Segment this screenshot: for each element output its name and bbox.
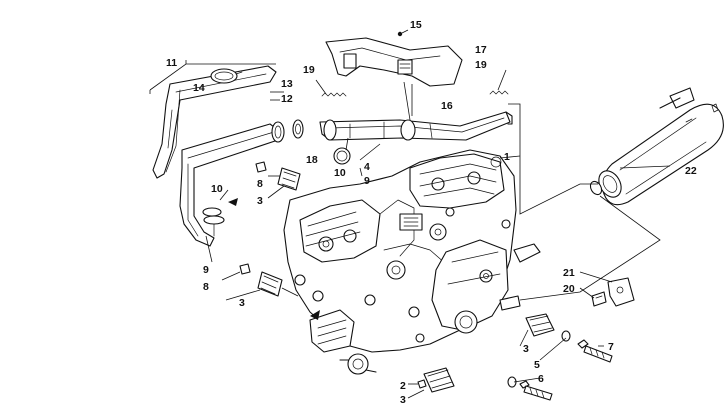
label-21: 21: [563, 267, 575, 279]
engine-block: [228, 149, 541, 375]
label-3-c: 3: [523, 343, 529, 355]
label-22: 22: [685, 165, 697, 177]
leader-lines: [205, 91, 661, 399]
label-8-b: 8: [203, 281, 209, 293]
label-10-b: 10: [334, 167, 346, 179]
label-8-a: 8: [257, 178, 263, 190]
label-3-b: 3: [239, 297, 245, 309]
connector-pipe: [292, 69, 513, 165]
label-12: 12: [281, 93, 293, 105]
label-20: 20: [563, 283, 575, 295]
label-19-b: 19: [475, 59, 487, 71]
label-9-a: 9: [364, 175, 370, 187]
muffler: [589, 87, 724, 206]
part-labels: 1 2 3 3 3 3 4 5 6 7 8 8 9 9 10 10 11 12 …: [166, 19, 697, 406]
header-pipe: [179, 121, 285, 247]
heat-shield-assembly: [149, 60, 277, 179]
label-16: 16: [441, 100, 453, 112]
mounting-bracket: [325, 29, 463, 121]
label-10-a: 10: [211, 183, 223, 195]
label-9-b: 9: [203, 264, 209, 276]
engine-mounts-left: [239, 161, 301, 297]
label-5: 5: [534, 359, 540, 371]
label-1: 1: [504, 151, 510, 163]
engine-mounts-right: [417, 313, 613, 401]
label-6: 6: [538, 373, 544, 385]
muffler-bracket: [579, 271, 635, 307]
label-15: 15: [410, 19, 422, 31]
label-17: 17: [475, 44, 487, 56]
label-14: 14: [193, 82, 205, 94]
label-19-a: 19: [303, 64, 315, 76]
label-7: 7: [608, 341, 614, 353]
label-4: 4: [364, 161, 370, 173]
label-3-d: 3: [400, 394, 406, 406]
label-18: 18: [306, 154, 318, 166]
label-3-a: 3: [257, 195, 263, 207]
label-2: 2: [400, 380, 406, 392]
label-11: 11: [166, 57, 177, 69]
label-13: 13: [281, 78, 293, 90]
